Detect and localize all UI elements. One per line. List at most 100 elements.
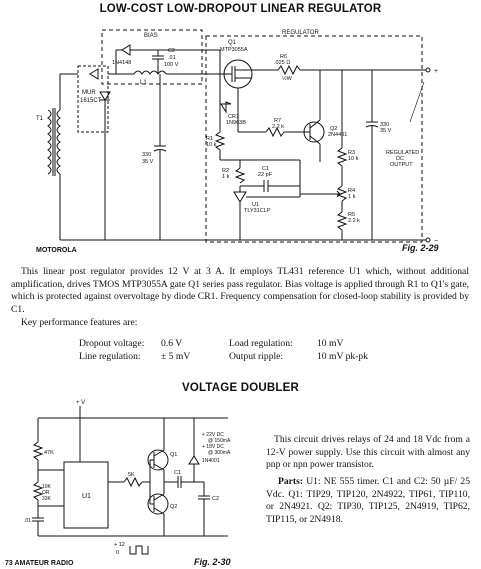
q2-part: 2N4401 — [328, 132, 347, 138]
u1-timer — [63, 461, 109, 529]
r3-label: R3 — [348, 150, 355, 156]
r2-label: R2 — [222, 168, 229, 174]
q1-transistor — [147, 449, 169, 471]
d1-label: 1N4001 — [202, 458, 220, 464]
r10k-label: 10K — [42, 484, 52, 490]
u1-reference — [233, 191, 247, 203]
resistor-r7 — [265, 126, 285, 138]
minus-label: − — [434, 238, 438, 245]
cout-voltage: 35 V — [380, 128, 392, 134]
r5-label: R5 — [348, 212, 355, 218]
q2-transistor — [147, 493, 169, 515]
r1-value: 10 k — [206, 142, 217, 148]
r6-value: .025 Ω — [274, 60, 290, 66]
resistor-47k — [32, 441, 44, 461]
square-wave — [129, 545, 149, 555]
out3-label: + 18V DC — [202, 444, 224, 450]
resistor-r6 — [277, 64, 301, 76]
c1-label: C1 — [174, 470, 181, 476]
r1-label: R1 — [206, 136, 213, 142]
feature-label: Dropout voltage: — [79, 338, 145, 349]
section1-figure: Fig. 2-29 — [402, 243, 439, 253]
c2-value: .01 — [168, 55, 176, 61]
section1-source: MOTOROLA — [36, 247, 77, 254]
feature-label: Output ripple: — [229, 350, 284, 362]
c2-label: C2 — [212, 496, 219, 502]
q1-part: MTP3055A — [220, 47, 248, 53]
resistor-r3 — [336, 147, 348, 167]
section1-description: This linear post regulator provides 12 V… — [11, 266, 469, 315]
r6-watt: ½W — [282, 75, 293, 82]
section2-figure: Fig. 2-30 — [194, 557, 231, 567]
r33k-label: 33K — [42, 496, 52, 502]
doubler-schematic: + V 47K 10K OR 33K .01 U1 5K Q1 Q2 C1 1N… — [24, 400, 231, 556]
zero-label: 0 — [116, 550, 119, 556]
r2-value: 1 k — [222, 174, 230, 180]
u1-label: U1 — [82, 493, 91, 500]
feature-value: 0.6 V — [161, 338, 183, 349]
parts-label: Parts: — [278, 476, 304, 487]
r3-value: 10 k — [348, 156, 359, 162]
resistor-r5 — [336, 211, 348, 231]
output-terminal-minus — [425, 237, 431, 243]
mur-part: 1615CT — [80, 98, 102, 104]
v12-label: + 12 — [114, 542, 125, 548]
transformer-secondary — [56, 109, 61, 175]
feature-value: ± 5 mV — [161, 350, 191, 362]
out-label-3: OUTPUT — [390, 162, 413, 168]
feature-row: Dropout voltage: 0.6 V Load regulation: … — [79, 338, 374, 351]
feature-value: 10 mV pk-pk — [317, 350, 368, 362]
u1-label: U1 — [252, 202, 259, 208]
section2-source: 73 AMATEUR RADIO — [5, 560, 74, 567]
feature-row: Line regulation: ± 5 mV Output ripple: 1… — [79, 351, 374, 364]
feature-label: Load regulation: — [229, 338, 293, 349]
r7-value: 2.2 k — [272, 124, 284, 130]
q1-label: Q1 — [170, 452, 177, 458]
cap-01-label: .01 — [24, 518, 31, 524]
c1-value: 22 pF — [258, 172, 273, 178]
c2-label: C2 — [168, 48, 175, 54]
resistor-10k — [32, 481, 44, 501]
r47k-label: 47K — [44, 450, 54, 456]
c1-label: C1 — [262, 166, 269, 172]
c2-voltage: 100 V — [164, 62, 179, 68]
cin-value: 330 — [142, 152, 151, 158]
regulator-label: REGULATOR — [282, 30, 319, 36]
plus-label: + — [434, 68, 438, 75]
mur-diode-1 — [89, 68, 99, 80]
r6-label: R6 — [280, 54, 287, 60]
bias-box — [101, 29, 203, 85]
features-intro: Key performance features are: — [21, 317, 138, 328]
q2-label: Q2 — [170, 504, 177, 510]
bias-label: BIAS — [144, 33, 158, 39]
q2-label: Q2 — [330, 126, 337, 132]
section2-description: This circuit drives relays of 24 and 18 … — [266, 434, 470, 471]
section2-title: VOLTAGE DOUBLER — [182, 382, 299, 394]
r4-value: 1 k — [348, 194, 356, 200]
out-label-1: REGULATED — [386, 150, 419, 156]
parts-text: U1: NE 555 timer. C1 and C2: 50 µF/ 25 V… — [266, 476, 470, 525]
out-label-2: DC — [396, 156, 404, 162]
cin-voltage: 35 V — [142, 159, 154, 165]
transformer-primary — [47, 109, 52, 175]
mur-label: MUR — [82, 90, 96, 96]
resistor-r1 — [214, 131, 226, 151]
bias-diode-label: 1N4148 — [112, 60, 131, 66]
vplus-label: + V — [76, 400, 85, 406]
feature-label: Line regulation: — [79, 350, 141, 362]
resistor-r2 — [234, 167, 246, 184]
t1-label: T1 — [36, 116, 44, 122]
features-table: Dropout voltage: 0.6 V Load regulation: … — [79, 338, 374, 363]
feature-value: 10 mV — [317, 338, 344, 349]
u1-part: TLY31CLP — [244, 208, 271, 214]
cr1-label: CR1 — [228, 114, 239, 120]
r10k-or: OR — [42, 490, 50, 496]
diode-1n4001 — [188, 455, 200, 465]
regulator-schematic: BIAS REGULATOR T1 MUR 1615CT 1N4148 C2 .… — [36, 29, 438, 245]
bias-diode — [121, 44, 131, 56]
section1-title: LOW-COST LOW-DROPOUT LINEAR REGULATOR — [99, 3, 382, 15]
resistor-5k — [123, 476, 143, 488]
cr1-part: 1N963B — [226, 120, 246, 126]
output-terminal-plus — [425, 67, 431, 73]
regulator-box — [205, 35, 423, 243]
